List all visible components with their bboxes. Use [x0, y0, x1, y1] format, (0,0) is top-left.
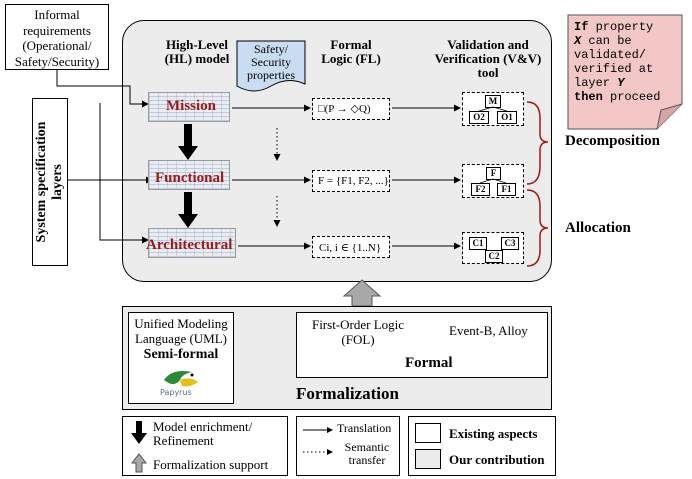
- formal-box: First-Order Logic (FOL) Event-B, Alloy F…: [296, 312, 548, 378]
- fol-line-1: First-Order Logic: [311, 317, 405, 332]
- tree-box-functional: F F2 F1: [462, 164, 524, 198]
- tree-node-m: M: [485, 95, 501, 108]
- existing-aspects-label: Existing aspects: [449, 426, 538, 441]
- vv-header-line-3: tool: [477, 65, 499, 80]
- uml-line-2: Language (UML): [134, 331, 228, 346]
- informal-line-4: Safety/Security): [14, 53, 100, 69]
- fl-header-line-2: Logic (FL): [321, 51, 381, 66]
- legend-arrows-box: Translation Semantic transfer: [296, 416, 400, 476]
- note-property: property: [588, 20, 654, 34]
- note-line-4: verified at: [574, 62, 654, 76]
- note-line-2: X can be: [574, 34, 680, 48]
- informal-requirements-box: Informal requirements (Operational/ Safe…: [5, 4, 109, 70]
- safety-line-2: Security: [251, 55, 291, 69]
- formal-label: Formal: [405, 355, 453, 371]
- formalization-title: Formalization: [296, 384, 399, 403]
- semi-formal-label: Semi-formal: [143, 347, 219, 362]
- black-arrow-icon: [131, 421, 147, 444]
- note-line-5: layer Y: [574, 76, 680, 90]
- tree-node-f: F: [486, 167, 501, 180]
- mission-model-thumbnail: [148, 92, 230, 122]
- vv-header-line-2: Verification (V&V): [434, 51, 542, 66]
- informal-line-2: requirements: [23, 22, 91, 38]
- legend-refinement-box: Model enrichment/ Refinement Formalizati…: [122, 416, 288, 476]
- formula-architectural: Ci, i ∈ {1..N}: [319, 242, 382, 254]
- fol-line-2: (FOL): [341, 332, 375, 347]
- tree-node-o1: O1: [497, 111, 517, 124]
- tree-node-c2: C2: [485, 250, 503, 263]
- layer-mission: Mission: [166, 98, 217, 114]
- formula-box-functional: F = {F1, F2, ...}: [312, 170, 390, 192]
- hl-model-header: High-Level (HL) model: [142, 38, 252, 66]
- safety-properties-label: Safety/ Security properties: [236, 43, 306, 82]
- formula-box-mission: □(P → ◇Q): [312, 98, 390, 120]
- our-contribution-swatch: [415, 449, 441, 469]
- note-y: Y: [617, 76, 625, 90]
- tree-box-architectural: C1 C3 C2: [462, 232, 524, 264]
- formula-mission: □(P → ◇Q): [318, 103, 371, 115]
- tree-node-c3: C3: [501, 237, 519, 250]
- informal-line-1: Informal: [34, 7, 80, 22]
- note-shape: [567, 14, 683, 130]
- note-line-6: then proceed: [574, 90, 680, 104]
- uml-line-1: Unified Modeling: [134, 316, 228, 331]
- formula-box-architectural: Ci, i ∈ {1..N}: [312, 236, 390, 258]
- allocation-label: Allocation: [565, 220, 631, 236]
- note-text: If property X can be validated/ verified…: [574, 20, 680, 104]
- enrichment-line-2: Refinement: [153, 433, 214, 448]
- legend-support-label: Formalization support: [153, 457, 269, 472]
- semantic-line-1: Semantic: [344, 440, 390, 454]
- note-line-3: validated/: [574, 48, 647, 62]
- fl-header-line-1: Formal: [330, 37, 372, 52]
- formal-logic-header: Formal Logic (FL): [310, 38, 392, 66]
- papyrus-logo-text: Papyrus: [160, 388, 192, 397]
- papyrus-logo: [164, 371, 198, 387]
- legend-aspects-box: Existing aspects Our contribution: [408, 416, 556, 476]
- layer-architectural: Architectural: [146, 237, 233, 253]
- hl-header-line-2: (HL) model: [164, 51, 230, 66]
- system-specification-layers-box: System specification layers: [32, 98, 68, 266]
- note-layer: layer: [574, 76, 618, 90]
- legend-enrichment-label: Model enrichment/ Refinement: [153, 420, 252, 448]
- uml-box: Unified Modeling Language (UML) Semi-for…: [128, 312, 234, 404]
- legend-semantic-label: Semantic transfer: [337, 441, 397, 467]
- existing-aspects-swatch: [415, 423, 441, 443]
- functional-model-thumbnail: [148, 160, 230, 190]
- safety-line-1: Safety/: [254, 42, 288, 56]
- tree-edges-mission: [478, 106, 508, 112]
- note-line-1: If property: [574, 20, 680, 34]
- note-can-be: can be: [581, 34, 632, 48]
- translation-arrow-icon: [303, 427, 333, 433]
- decomposition-label: Decomposition: [565, 133, 660, 149]
- vv-tool-header: Validation and Verification (V&V) tool: [424, 38, 552, 80]
- eventb-label: Event-B, Alloy: [449, 323, 528, 338]
- tree-node-c1: C1: [469, 237, 487, 250]
- tree-edges-functional: [479, 178, 507, 184]
- note-if: If: [574, 20, 589, 34]
- layer-functional: Functional: [155, 170, 225, 186]
- tree-node-o2: O2: [469, 111, 489, 124]
- formula-functional: F = {F1, F2, ...}: [318, 175, 389, 187]
- semantic-arrow-icon: [303, 449, 333, 455]
- tree-node-f1: F1: [497, 183, 516, 196]
- fol-label: First-Order Logic (FOL): [303, 317, 413, 347]
- safety-properties-shape: [236, 40, 306, 92]
- architectural-model-thumbnail: [148, 228, 236, 258]
- note-proceed: proceed: [602, 90, 661, 104]
- safety-line-3: properties: [247, 68, 295, 82]
- vv-header-line-1: Validation and: [447, 37, 529, 52]
- note-x: X: [574, 34, 582, 48]
- note-then: then: [574, 90, 603, 104]
- hl-header-line-1: High-Level: [165, 37, 229, 52]
- enrichment-line-1: Model enrichment/: [153, 419, 253, 434]
- tree-box-mission: M O2 O1: [462, 92, 524, 126]
- tree-node-f2: F2: [471, 183, 490, 196]
- semantic-line-2: transfer: [348, 453, 386, 467]
- legend-translation-label: Translation: [337, 421, 392, 435]
- gray-arrow-icon: [131, 453, 147, 473]
- our-contribution-label: Our contribution: [449, 452, 545, 467]
- informal-line-3: (Operational/: [22, 38, 92, 53]
